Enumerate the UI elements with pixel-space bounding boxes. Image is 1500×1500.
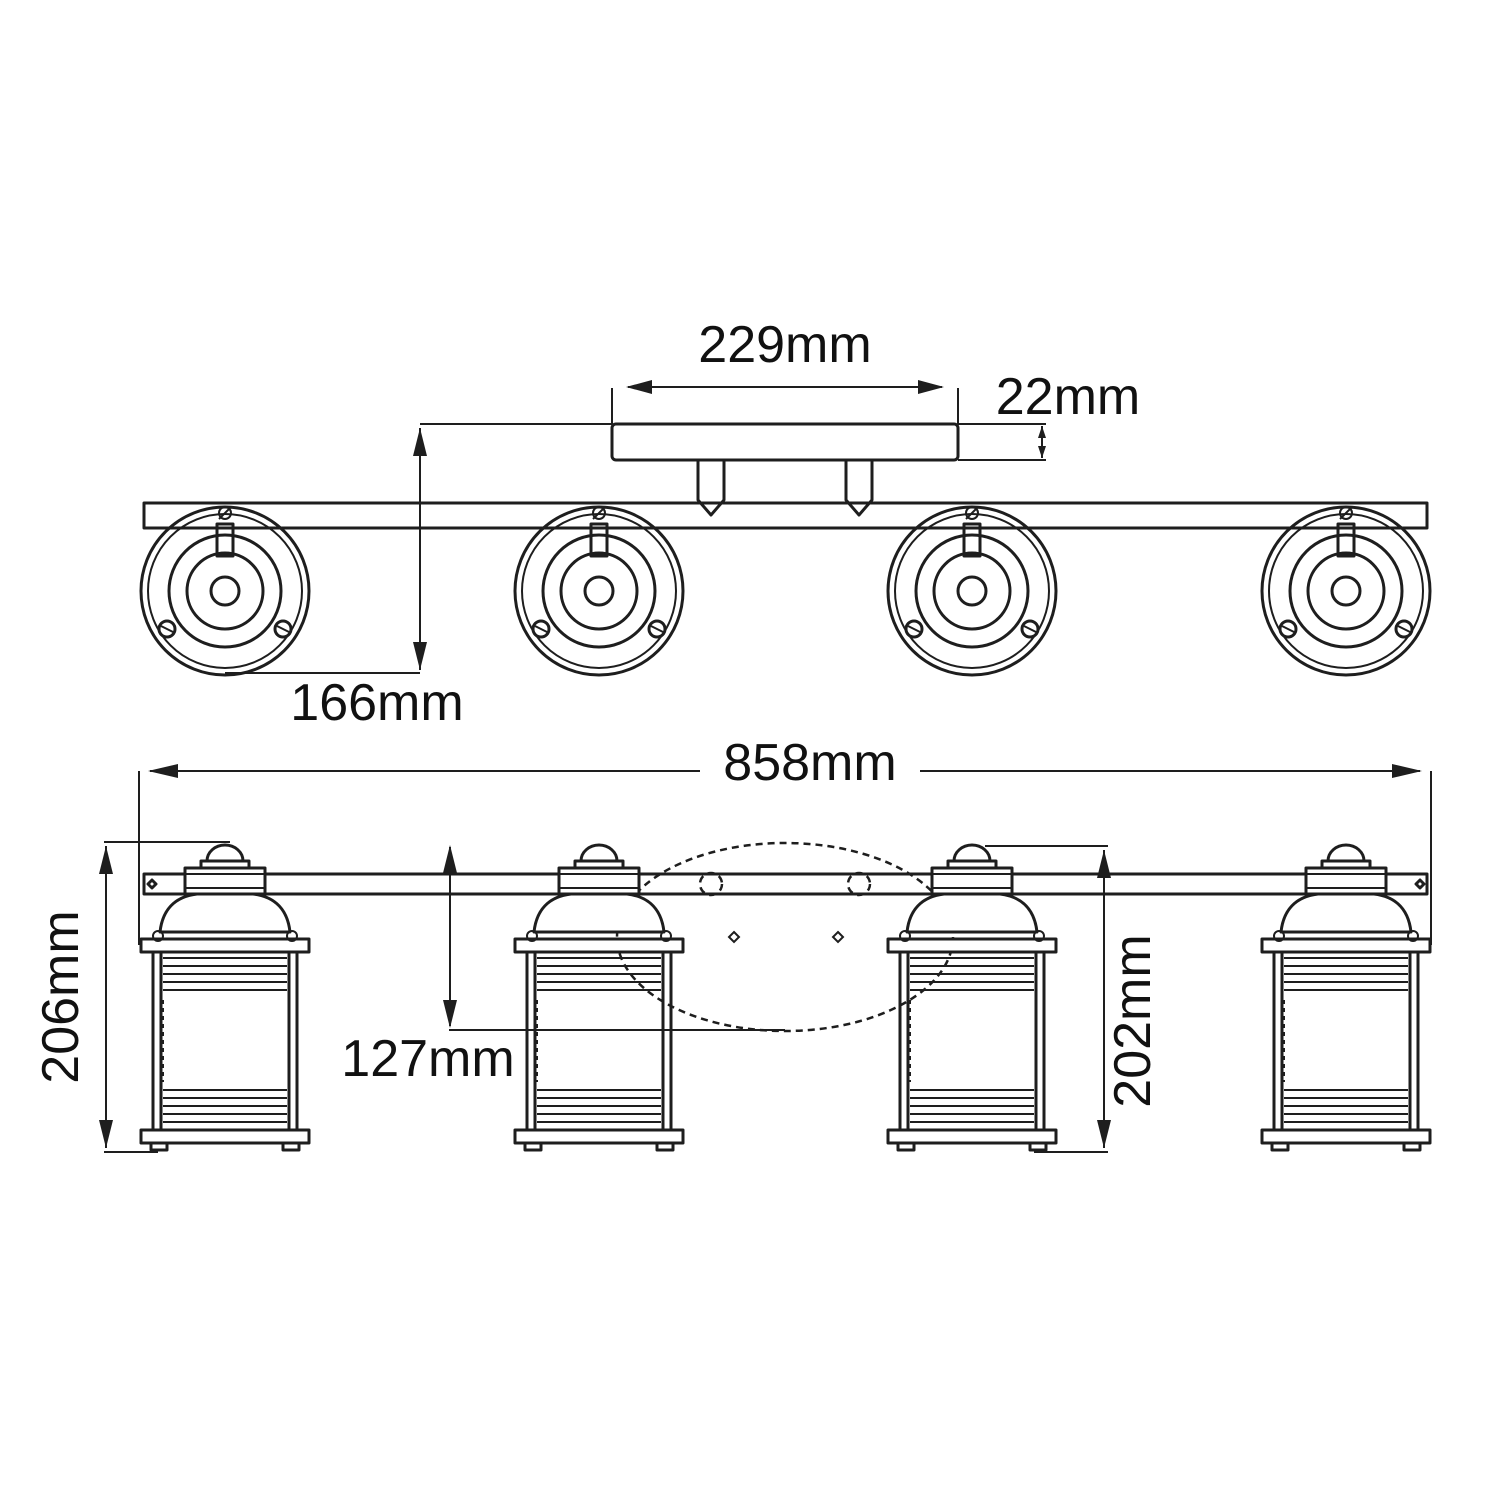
top-lamp-head <box>886 505 1058 677</box>
front-lantern <box>886 843 1058 1152</box>
label-overall-width: 858mm <box>723 734 896 792</box>
top-lamp-head <box>513 505 685 677</box>
top-view: 229mm 22mm 166mm <box>139 316 1432 732</box>
front-wall-plate <box>615 841 955 1033</box>
front-lantern <box>1260 843 1432 1152</box>
dimension-overall-width: 858mm <box>138 734 1432 945</box>
top-lamp-head <box>1260 505 1432 677</box>
top-mounting-post-left <box>696 458 726 517</box>
top-wall-plate <box>610 422 960 462</box>
top-bar <box>142 501 1429 530</box>
label-plate-height: 127mm <box>341 1030 514 1088</box>
front-bar <box>142 872 1429 896</box>
label-shade-height: 202mm <box>1104 934 1162 1107</box>
label-plate-depth: 22mm <box>996 368 1140 426</box>
dimension-plate-width: 229mm <box>611 316 959 424</box>
front-view: 858mm 206mm <box>32 734 1432 1153</box>
front-lantern <box>139 843 311 1152</box>
top-lamp-heads <box>139 505 1432 677</box>
dimension-plate-depth: 22mm <box>958 368 1140 461</box>
dimension-plate-height: 127mm <box>341 845 785 1088</box>
dimension-projection: 166mm <box>225 423 612 732</box>
label-projection: 166mm <box>290 674 463 732</box>
front-lantern <box>513 843 685 1152</box>
top-lamp-head <box>139 505 311 677</box>
dimension-overall-height: 206mm <box>32 841 230 1153</box>
front-lanterns <box>139 843 1432 1152</box>
top-mounting-post-right <box>844 458 874 517</box>
label-overall-height: 206mm <box>32 910 90 1083</box>
dimension-shade-height: 202mm <box>985 845 1162 1153</box>
label-plate-width: 229mm <box>698 316 871 374</box>
